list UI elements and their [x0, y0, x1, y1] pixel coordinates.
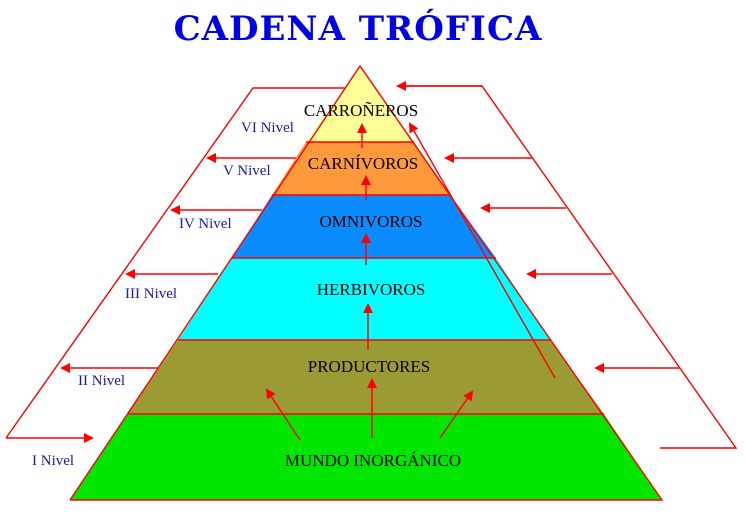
level-label-1: I Nivel: [32, 453, 74, 469]
layer-carnivoros: [272, 142, 450, 195]
diagram-title: CADENA TRÓFICA: [174, 8, 543, 49]
level-label-2: II Nivel: [78, 373, 125, 389]
label-herbivoros: HERBIVOROS: [317, 280, 426, 299]
label-carnivoros: CARNÍVOROS: [308, 154, 419, 173]
label-productores: PRODUCTORES: [308, 357, 431, 376]
layer-productores: [128, 340, 604, 414]
layer-herbivoros: [178, 258, 550, 340]
label-mundo-inorganico: MUNDO INORGÁNICO: [285, 451, 461, 470]
label-carroneros: CARROÑEROS: [304, 101, 418, 120]
layer-carroneros: [306, 66, 414, 142]
right-level-frame: [396, 81, 738, 449]
left-level-frame: [5, 87, 360, 443]
level-label-5: V Nivel: [223, 163, 271, 179]
level-label-4: IV Nivel: [179, 216, 232, 232]
level-label-6: VI Nivel: [241, 120, 294, 136]
level-label-3: III Nivel: [125, 286, 177, 302]
layer-omnivoros: [232, 195, 496, 258]
label-omnivoros: OMNIVOROS: [320, 212, 423, 231]
flow-arrows: [265, 122, 556, 441]
pyramid: [69, 64, 664, 501]
layer-mundo-inorganico: [70, 414, 662, 500]
